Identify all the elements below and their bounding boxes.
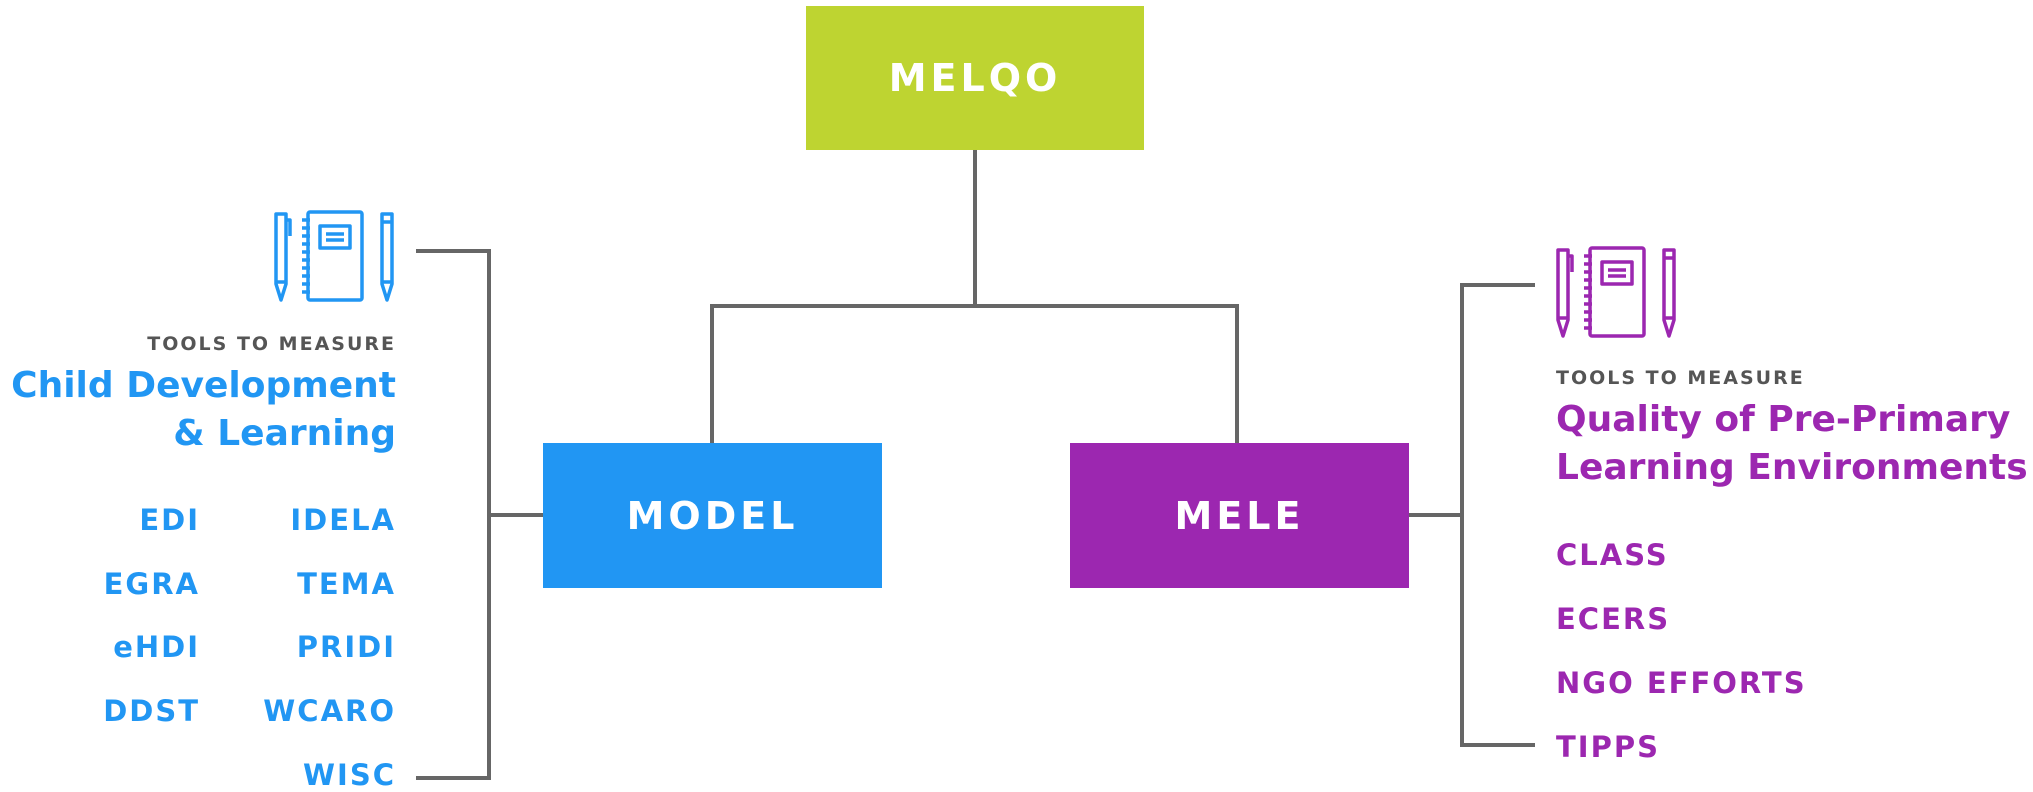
tool-ddst: DDST	[103, 694, 200, 728]
melqo-label: MELQO	[888, 56, 1062, 100]
left-kicker: TOOLS TO MEASURE	[147, 333, 396, 355]
right-heading: Quality of Pre-Primary Learning Environm…	[1556, 396, 2028, 492]
tool-tipps: TIPPS	[1556, 730, 1660, 764]
tool-idela: IDELA	[290, 503, 396, 537]
tool-wisc: WISC	[303, 758, 396, 792]
tool-ngo-efforts: NGO EFFORTS	[1556, 666, 1807, 700]
tool-ecers: ECERS	[1556, 602, 1671, 636]
tool-class: CLASS	[1556, 538, 1669, 572]
tool-tema: TEMA	[297, 567, 396, 601]
melqo-node: MELQO	[806, 6, 1144, 150]
notebook-pen-pencil-icon	[1556, 246, 1676, 338]
right-heading-line2: Learning Environments	[1556, 447, 2028, 488]
left-heading-line1: Child Development	[11, 365, 396, 406]
tool-ehdi: eHDI	[113, 630, 200, 664]
left-heading: Child Development & Learning	[11, 362, 396, 458]
model-label: MODEL	[626, 493, 799, 538]
tool-wcaro: WCARO	[263, 694, 396, 728]
tool-egra: EGRA	[103, 567, 200, 601]
left-heading-line2: & Learning	[173, 413, 396, 454]
right-kicker: TOOLS TO MEASURE	[1556, 367, 1805, 389]
mele-label: MELE	[1174, 493, 1305, 538]
tool-edi: EDI	[139, 503, 200, 537]
model-node: MODEL	[543, 443, 882, 588]
notebook-pen-pencil-icon	[274, 210, 394, 302]
tool-pridi: PRIDI	[296, 630, 396, 664]
right-heading-line1: Quality of Pre-Primary	[1556, 399, 2011, 440]
mele-node: MELE	[1070, 443, 1409, 588]
